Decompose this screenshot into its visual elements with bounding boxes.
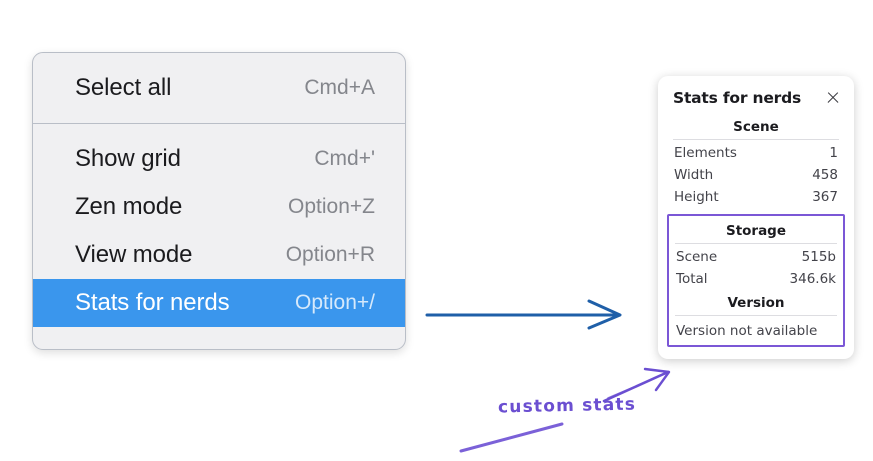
stat-row-storage-total: Total 346.6k xyxy=(669,268,843,290)
menu-item-shortcut: Cmd+A xyxy=(304,76,375,99)
menu-item-label: View mode xyxy=(75,241,193,268)
stat-row-width: Width 458 xyxy=(667,164,845,186)
menu-group-1-bottom-padding xyxy=(33,112,405,123)
close-icon[interactable] xyxy=(825,90,841,106)
section-title-storage: Storage xyxy=(725,223,787,239)
menu-group-2-bottom-padding xyxy=(33,327,405,349)
stat-value: 458 xyxy=(812,167,838,183)
stat-label: Height xyxy=(674,189,719,205)
menu-item-select-all[interactable]: Select all Cmd+A xyxy=(33,64,405,112)
section-rule xyxy=(675,315,837,316)
menu-item-label: Zen mode xyxy=(75,193,183,220)
stat-value: 515b xyxy=(801,249,836,265)
stat-label: Width xyxy=(674,167,714,183)
stat-row-storage-scene: Scene 515b xyxy=(669,246,843,268)
stat-row-height: Height 367 xyxy=(667,186,845,208)
menu-item-shortcut: Option+/ xyxy=(295,291,375,314)
menu-group-2: Show grid Cmd+' Zen mode Option+Z View m… xyxy=(33,124,405,349)
stat-label: Total xyxy=(676,271,708,287)
menu-item-view-mode[interactable]: View mode Option+R xyxy=(33,231,405,279)
stat-row-elements: Elements 1 xyxy=(667,142,845,164)
menu-item-shortcut: Option+R xyxy=(285,243,375,266)
stat-value: 1 xyxy=(829,145,838,161)
stats-panel-header: Stats for nerds xyxy=(667,86,845,114)
section-title-scene: Scene xyxy=(733,119,779,135)
menu-item-label: Select all xyxy=(75,74,172,101)
stats-section-version: Version Version not available xyxy=(669,290,843,341)
stats-for-nerds-panel: Stats for nerds Scene Elements 1 Width 4… xyxy=(658,76,854,359)
menu-item-zen-mode[interactable]: Zen mode Option+Z xyxy=(33,183,405,231)
menu-divider xyxy=(33,123,405,124)
menu-group-1: Select all Cmd+A xyxy=(33,53,405,123)
stats-panel-title: Stats for nerds xyxy=(673,89,802,107)
section-rule xyxy=(673,139,839,140)
stat-value: 346.6k xyxy=(789,271,836,287)
custom-stats-highlight-box: Storage Scene 515b Total 346.6k Version … xyxy=(667,214,845,347)
menu-item-label: Show grid xyxy=(75,145,181,172)
menu-item-show-grid[interactable]: Show grid Cmd+' xyxy=(33,135,405,183)
section-rule xyxy=(675,243,837,244)
stats-section-scene: Scene Elements 1 Width 458 Height 367 xyxy=(667,114,845,208)
menu-item-shortcut: Cmd+' xyxy=(314,147,375,170)
menu-group-2-top-padding xyxy=(33,124,405,135)
version-not-available-text: Version not available xyxy=(676,323,818,339)
stat-label: Scene xyxy=(676,249,718,265)
stat-label: Elements xyxy=(674,145,737,161)
flow-arrow-icon xyxy=(425,299,622,330)
stats-section-storage: Storage Scene 515b Total 346.6k xyxy=(669,218,843,290)
callout-underline-icon xyxy=(459,422,564,453)
stat-value: 367 xyxy=(812,189,838,205)
callout-label: custom stats xyxy=(497,394,637,418)
section-title-version: Version xyxy=(727,295,785,311)
menu-item-stats-for-nerds[interactable]: Stats for nerds Option+/ xyxy=(33,279,405,327)
menu-group-1-top-padding xyxy=(33,53,405,64)
context-menu[interactable]: Select all Cmd+A Show grid Cmd+' Zen mod… xyxy=(32,52,406,350)
menu-item-label: Stats for nerds xyxy=(75,289,230,316)
menu-item-shortcut: Option+Z xyxy=(288,195,375,218)
